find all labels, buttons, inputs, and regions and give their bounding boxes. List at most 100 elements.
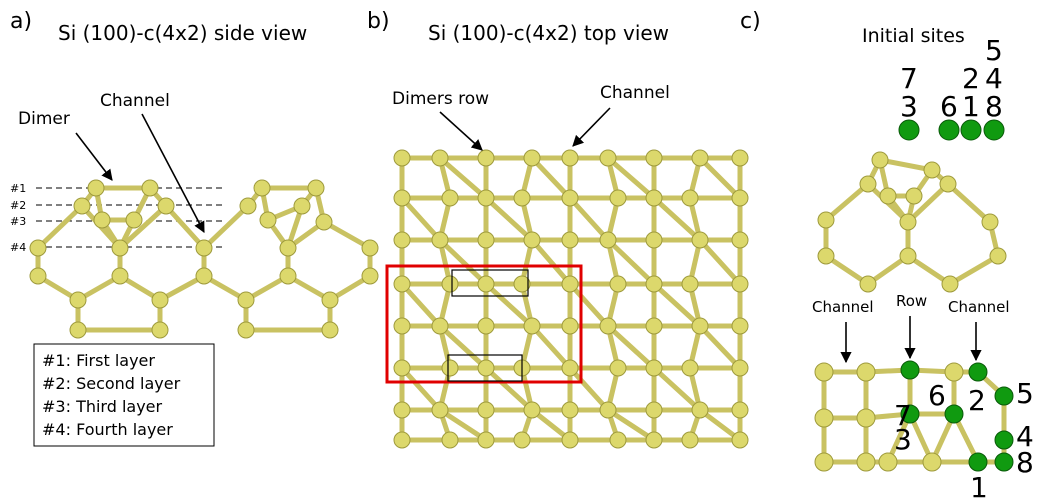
silicon-atom (939, 175, 957, 193)
bond (605, 237, 657, 287)
silicon-atom (477, 401, 495, 419)
silicon-atom (609, 275, 627, 293)
bond (567, 281, 611, 329)
adsorption-site-atom (968, 452, 988, 472)
dimer-box-bottom (447, 354, 523, 382)
silicon-atom (321, 291, 339, 309)
silicon-atom (599, 401, 617, 419)
bond (877, 157, 935, 173)
silicon-atom (393, 231, 411, 249)
silicon-atom (315, 213, 333, 231)
silicon-atom (195, 239, 213, 257)
bond (437, 407, 489, 443)
silicon-atom (69, 321, 87, 339)
layer-tag-3: #3 (10, 215, 26, 228)
adsorption-site-atom (968, 362, 988, 382)
adsorption-site-atom (994, 430, 1014, 450)
site-label: 5 (1016, 377, 1034, 410)
panel-b-title: Si (100)-c(4x2) top view (428, 21, 669, 45)
silicon-atom (905, 187, 923, 205)
silicon-atom (645, 231, 663, 249)
silicon-atom (111, 239, 129, 257)
silicon-atom (814, 408, 834, 428)
silicon-atom (599, 149, 617, 167)
site-label: 1 (962, 90, 980, 123)
site-label: 4 (985, 62, 1003, 95)
bond (823, 181, 871, 223)
silicon-atom (523, 231, 541, 249)
panel-c-title: Initial sites (862, 25, 965, 47)
bond (437, 155, 489, 201)
site-label: 6 (940, 90, 958, 123)
channel-left-label: Channel (812, 298, 874, 316)
bond (399, 365, 443, 413)
unit-cell-box (385, 264, 583, 384)
bond (529, 323, 573, 371)
bond (905, 181, 951, 225)
adsorption-site-atom (994, 386, 1014, 406)
silicon-atom (237, 291, 255, 309)
site-label: 3 (900, 90, 918, 123)
silicon-atom (681, 275, 699, 293)
silicon-atom (393, 431, 411, 449)
bond (697, 237, 743, 287)
panel-c: c) Initial sites 5 7 2 4 3 6 1 8 Channel… (740, 9, 1034, 503)
bond (945, 181, 993, 225)
dimers-row-arrow (439, 111, 483, 151)
silicon-atom (293, 197, 311, 215)
silicon-atom (239, 197, 257, 215)
bond (399, 281, 443, 329)
silicon-atom (561, 231, 579, 249)
silicon-atom (944, 362, 964, 382)
site-label: 1 (970, 471, 988, 503)
silicon-atom (856, 362, 876, 382)
bond (605, 407, 657, 443)
silicon-atom (561, 359, 579, 377)
silicon-atom (731, 317, 749, 335)
silicon-atom (431, 317, 449, 335)
site-label: 2 (962, 62, 980, 95)
bond (321, 219, 373, 251)
silicon-atom (441, 275, 459, 293)
silicon-atom (393, 189, 411, 207)
bond (437, 323, 489, 371)
silicon-atom (599, 317, 617, 335)
site-label: 7 (900, 62, 918, 95)
silicon-atom (73, 197, 91, 215)
silicon-atom (111, 267, 129, 285)
silicon-atom (681, 431, 699, 449)
site-label: 3 (894, 423, 912, 456)
channel-label-side: Channel (100, 91, 170, 111)
bond (567, 365, 611, 413)
silicon-atom (431, 149, 449, 167)
adsorption-site-atom (944, 404, 964, 424)
bond (605, 323, 657, 371)
silicon-atom (856, 408, 876, 428)
silicon-atom (361, 267, 379, 285)
silicon-atom (645, 149, 663, 167)
silicon-atom (922, 452, 942, 472)
cluster-structure (817, 151, 1007, 293)
silicon-atom (477, 317, 495, 335)
silicon-atom (441, 431, 459, 449)
silicon-atom (87, 179, 105, 197)
silicon-atom (279, 239, 297, 257)
bond (483, 195, 535, 243)
site-label: 2 (968, 384, 986, 417)
legend-second-layer: #2: Second layer (42, 374, 181, 393)
panel-a: a) Si (100)-c(4x2) side view #1 #2 #3 #4… (10, 9, 379, 447)
silicon-atom (513, 275, 531, 293)
silicon-atom (125, 211, 143, 229)
silicon-atom (29, 239, 47, 257)
bond (117, 203, 169, 251)
adsorption-site-atom (960, 119, 982, 141)
bond (651, 195, 703, 243)
silicon-atom (814, 452, 834, 472)
silicon-atom (477, 275, 495, 293)
silicon-atom (609, 189, 627, 207)
silicon-atom (477, 189, 495, 207)
panel-b-letter: b) (367, 9, 390, 34)
dimer-box-top (451, 269, 529, 297)
side-view-structure (29, 179, 379, 339)
